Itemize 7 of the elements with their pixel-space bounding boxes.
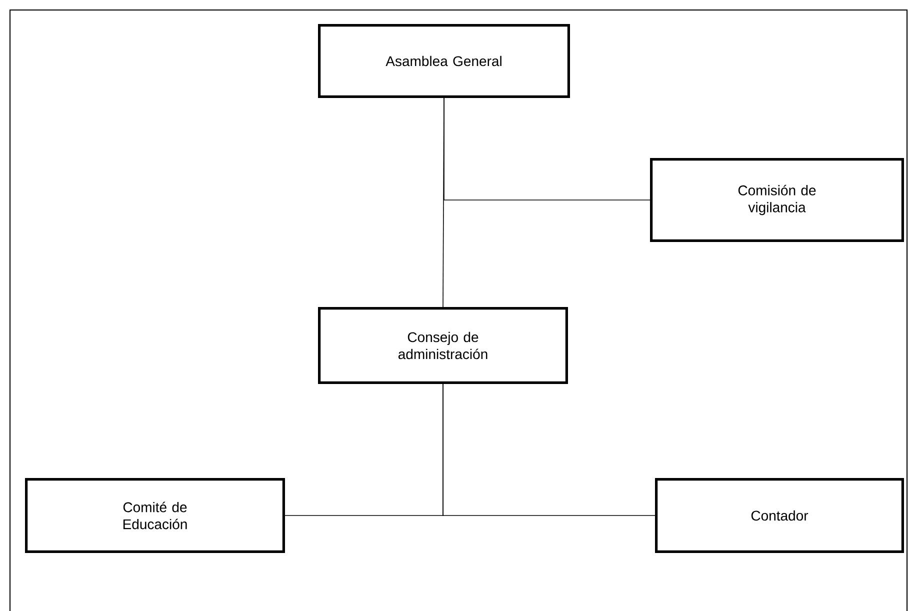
connector-line: [442, 384, 656, 516]
org-box: Consejo de administración: [318, 307, 568, 384]
org-box: Comité de Educación: [25, 478, 285, 553]
org-box: Asamblea General: [318, 24, 570, 98]
connector-line: [444, 98, 650, 200]
org-box: Contador: [655, 478, 904, 553]
org-box: Comisión de vigilancia: [650, 158, 904, 242]
